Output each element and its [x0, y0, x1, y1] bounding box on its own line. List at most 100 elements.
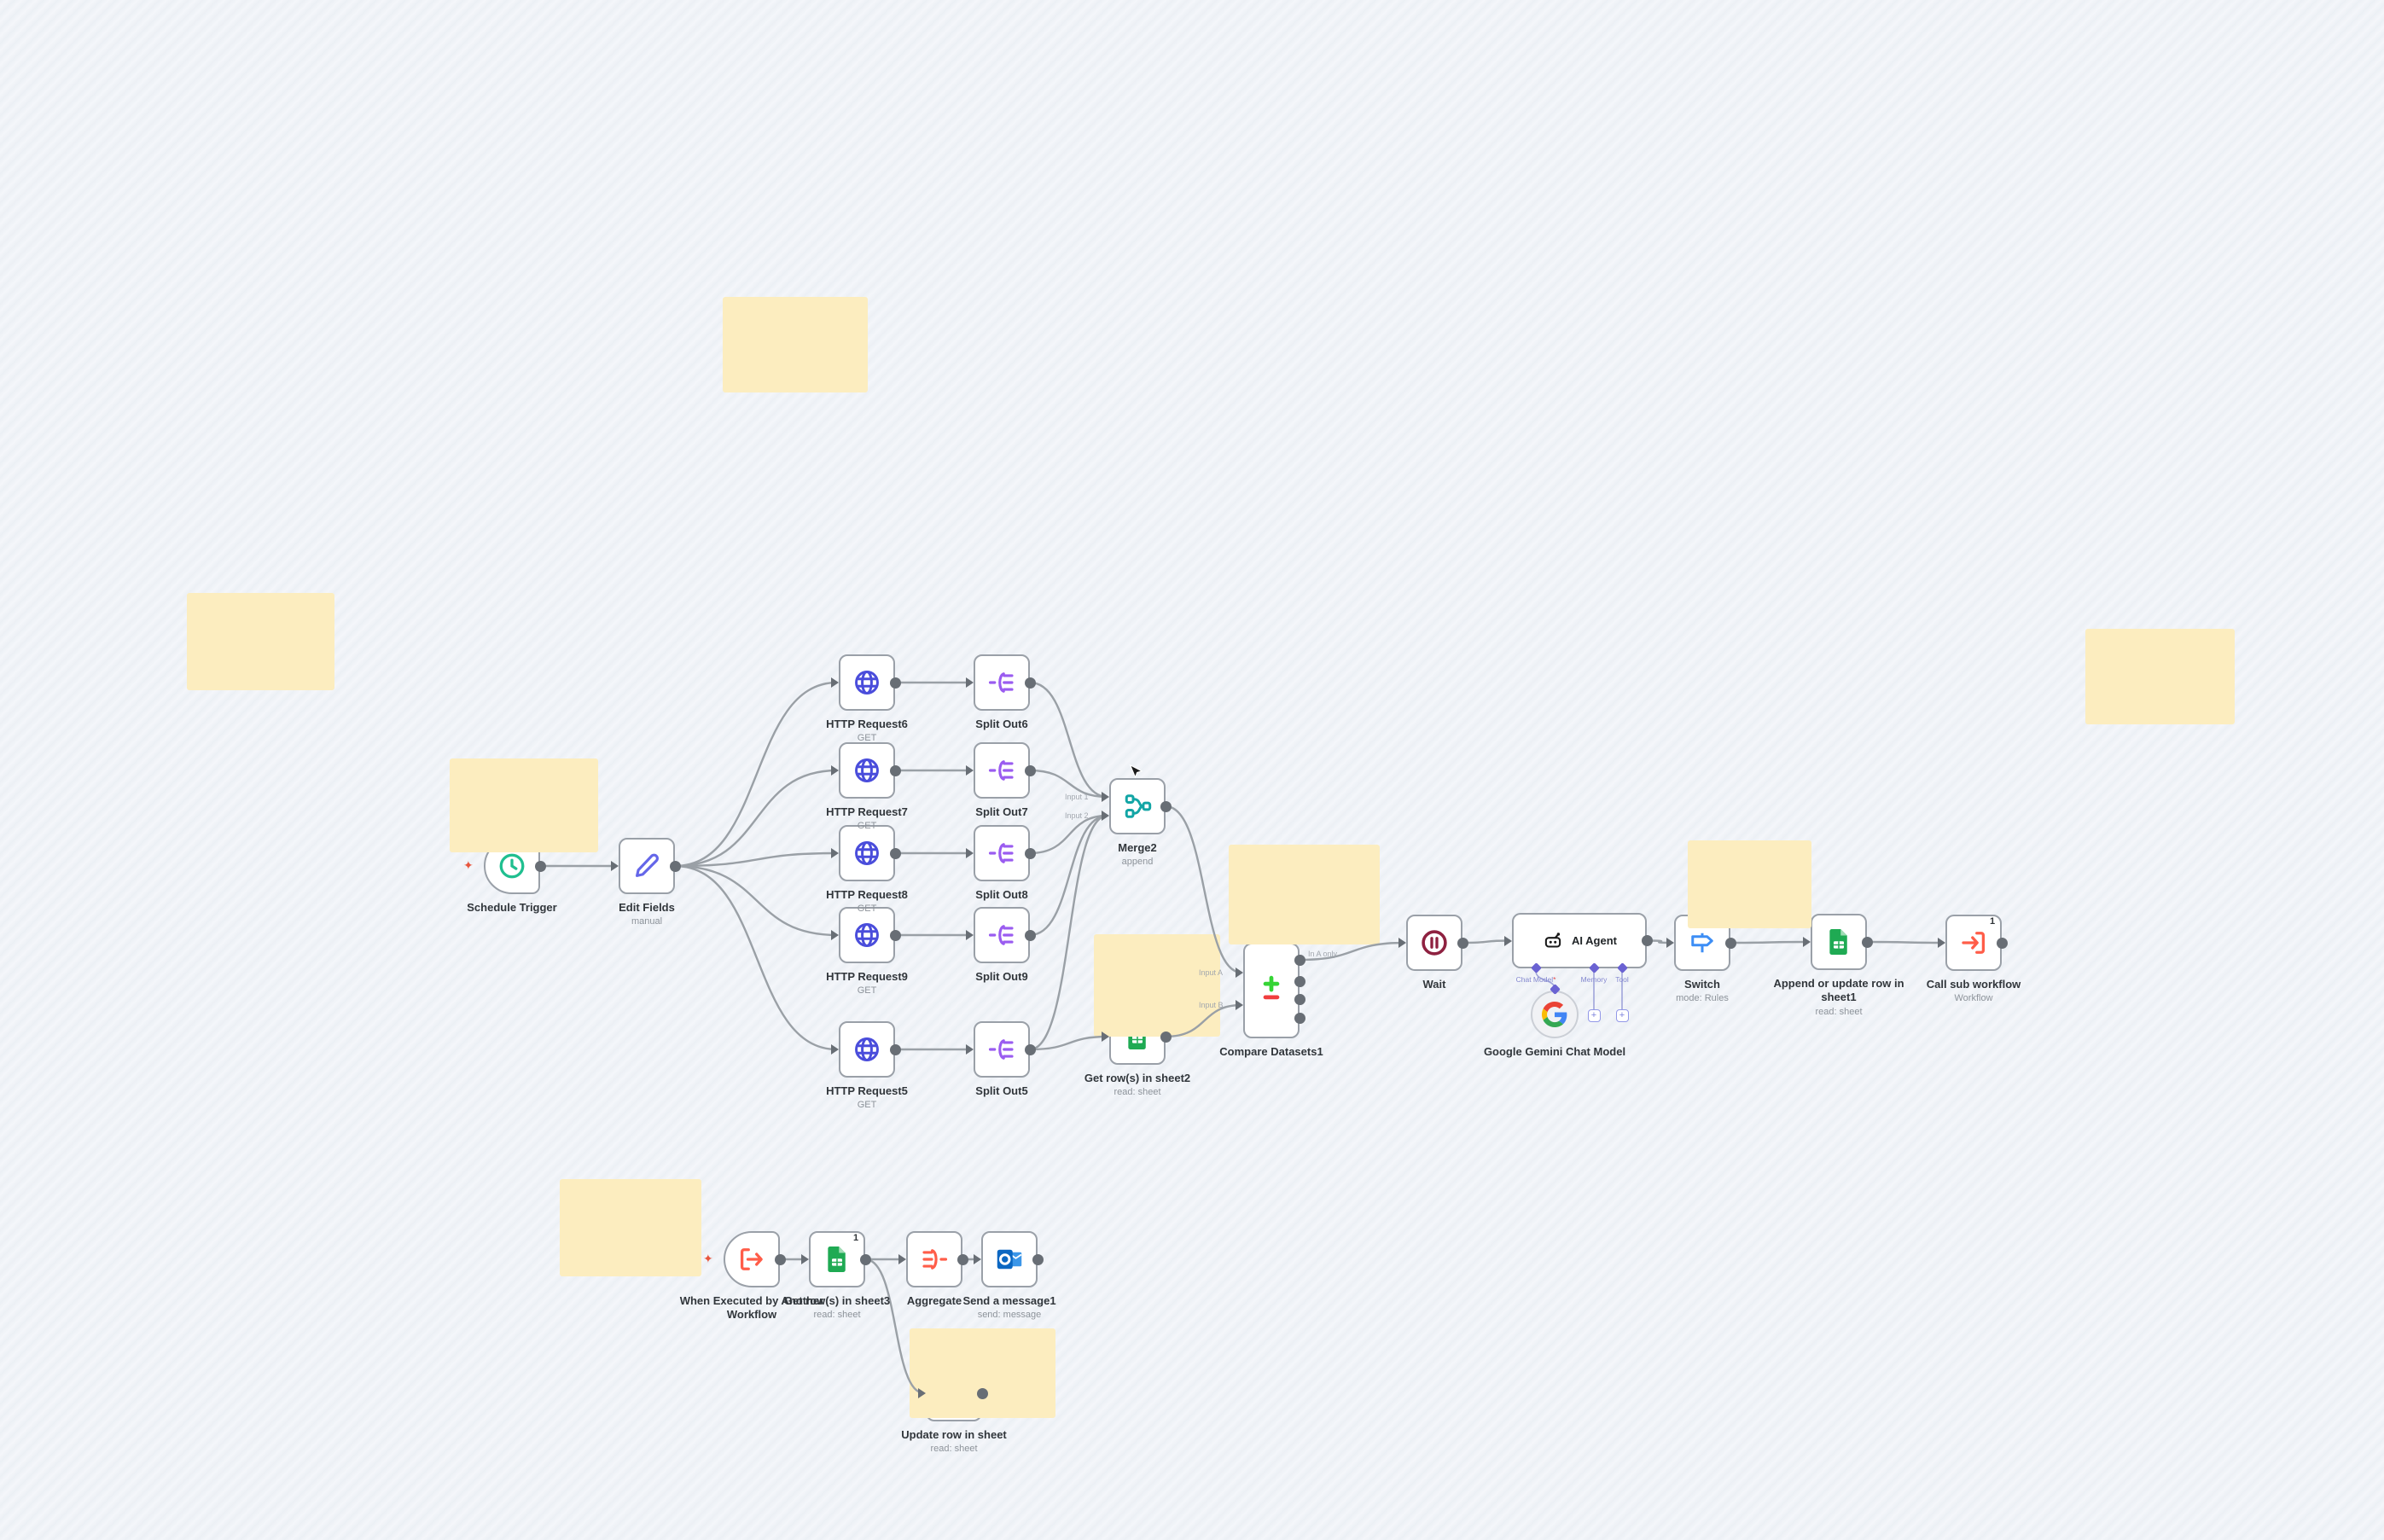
input-port[interactable] [966, 1044, 974, 1055]
output-port[interactable] [1025, 847, 1036, 859]
output-port[interactable] [890, 764, 901, 776]
connection-wire[interactable] [864, 1258, 925, 1395]
output-port[interactable] [1457, 937, 1468, 949]
input-port[interactable] [1398, 938, 1406, 948]
node-call-sub-workflow[interactable] [1945, 915, 2002, 971]
input-port[interactable] [898, 1254, 906, 1264]
input-port[interactable] [611, 861, 619, 871]
input-port[interactable] [1236, 1000, 1243, 1010]
output-port[interactable] [1294, 1012, 1305, 1024]
input-port[interactable] [1666, 938, 1674, 948]
node-compare-datasets1[interactable] [1243, 943, 1300, 1038]
output-port[interactable] [1032, 1253, 1044, 1265]
output-port[interactable] [1997, 937, 2008, 949]
output-port[interactable] [890, 1043, 901, 1055]
sticky-note[interactable] [1094, 934, 1220, 1037]
node-send-message1[interactable] [981, 1231, 1038, 1287]
connection-wire[interactable] [1029, 814, 1108, 1051]
sticky-note[interactable] [450, 758, 598, 852]
sticky-note[interactable] [2085, 629, 2235, 724]
input-port[interactable] [966, 765, 974, 776]
connection-wire[interactable] [1029, 814, 1108, 937]
output-port[interactable] [1025, 1043, 1036, 1055]
connection-wire[interactable] [1730, 940, 1810, 944]
output-port[interactable] [1862, 936, 1873, 948]
output-port[interactable] [1294, 993, 1305, 1005]
connection-wire[interactable] [1029, 681, 1108, 799]
input-port[interactable] [1102, 811, 1109, 821]
output-port[interactable] [1160, 800, 1172, 812]
output-port[interactable] [775, 1253, 786, 1265]
input-port[interactable] [801, 1254, 809, 1264]
connection-wire[interactable] [674, 864, 838, 1051]
output-port[interactable] [1725, 937, 1736, 949]
input-port[interactable] [1236, 968, 1243, 978]
connection-wire[interactable] [1165, 1003, 1242, 1038]
output-port[interactable] [977, 1387, 988, 1399]
input-port[interactable] [966, 677, 974, 688]
output-port[interactable] [890, 847, 901, 859]
add-tool-button[interactable]: + [1615, 1009, 1629, 1022]
node-append-sheet1[interactable] [1811, 914, 1867, 970]
output-port[interactable] [535, 860, 546, 872]
add-trigger-marker[interactable]: ✦ [463, 858, 474, 872]
connection-wire[interactable] [1866, 940, 1945, 944]
input-port[interactable] [918, 1388, 926, 1398]
input-port[interactable] [831, 1044, 839, 1055]
add-memory-button[interactable]: + [1587, 1009, 1601, 1022]
node-split-out8[interactable] [974, 825, 1030, 881]
node-merge2[interactable] [1109, 778, 1166, 834]
node-gemini-model[interactable] [1531, 991, 1579, 1038]
input-port[interactable] [966, 848, 974, 858]
input-port[interactable] [1938, 938, 1945, 948]
input-port[interactable] [966, 930, 974, 940]
sticky-note[interactable] [1229, 845, 1380, 944]
output-port[interactable] [1025, 929, 1036, 941]
add-trigger-marker[interactable]: ✦ [703, 1252, 713, 1265]
output-port[interactable] [957, 1253, 968, 1265]
output-port[interactable] [890, 677, 901, 689]
sticky-note[interactable] [1688, 840, 1811, 928]
connection-wire[interactable] [1029, 769, 1108, 799]
input-port[interactable] [1504, 935, 1512, 946]
node-http-request9[interactable] [839, 907, 895, 963]
connection-wire[interactable] [1646, 939, 1673, 944]
connection-wire[interactable] [674, 681, 838, 868]
input-port[interactable] [831, 930, 839, 940]
connection-wire[interactable] [1029, 1035, 1108, 1051]
input-port[interactable] [1102, 792, 1109, 802]
output-port[interactable] [1294, 975, 1305, 987]
connection-wire[interactable] [674, 851, 838, 868]
connection-wire[interactable] [1462, 939, 1511, 944]
connection-wire[interactable] [674, 864, 838, 937]
sticky-note[interactable] [910, 1328, 1055, 1418]
node-http-request5[interactable] [839, 1021, 895, 1078]
node-http-request7[interactable] [839, 742, 895, 799]
output-port[interactable] [860, 1253, 871, 1265]
output-port[interactable] [890, 929, 901, 941]
input-port[interactable] [831, 677, 839, 688]
node-split-out7[interactable] [974, 742, 1030, 799]
output-port[interactable] [670, 860, 681, 872]
connection-wire[interactable] [1029, 814, 1108, 855]
input-port[interactable] [831, 765, 839, 776]
output-port[interactable] [1025, 764, 1036, 776]
output-port[interactable] [1160, 1031, 1172, 1043]
node-get-rows-sheet3[interactable] [809, 1231, 865, 1287]
connection-wire[interactable] [674, 769, 838, 868]
sticky-note[interactable] [560, 1179, 701, 1276]
output-port[interactable] [1294, 954, 1305, 966]
node-http-request6[interactable] [839, 654, 895, 711]
output-port[interactable] [1025, 677, 1036, 689]
input-port[interactable] [831, 848, 839, 858]
node-ai-agent[interactable]: AI Agent [1512, 913, 1647, 968]
connection-wire[interactable] [1299, 941, 1405, 962]
input-port[interactable] [1102, 1032, 1109, 1042]
output-port[interactable] [1642, 935, 1653, 946]
input-port[interactable] [974, 1254, 981, 1264]
input-port[interactable] [1803, 937, 1811, 947]
sticky-note[interactable] [187, 593, 334, 690]
sticky-note[interactable] [723, 297, 868, 392]
connection-wire[interactable] [1165, 805, 1242, 974]
